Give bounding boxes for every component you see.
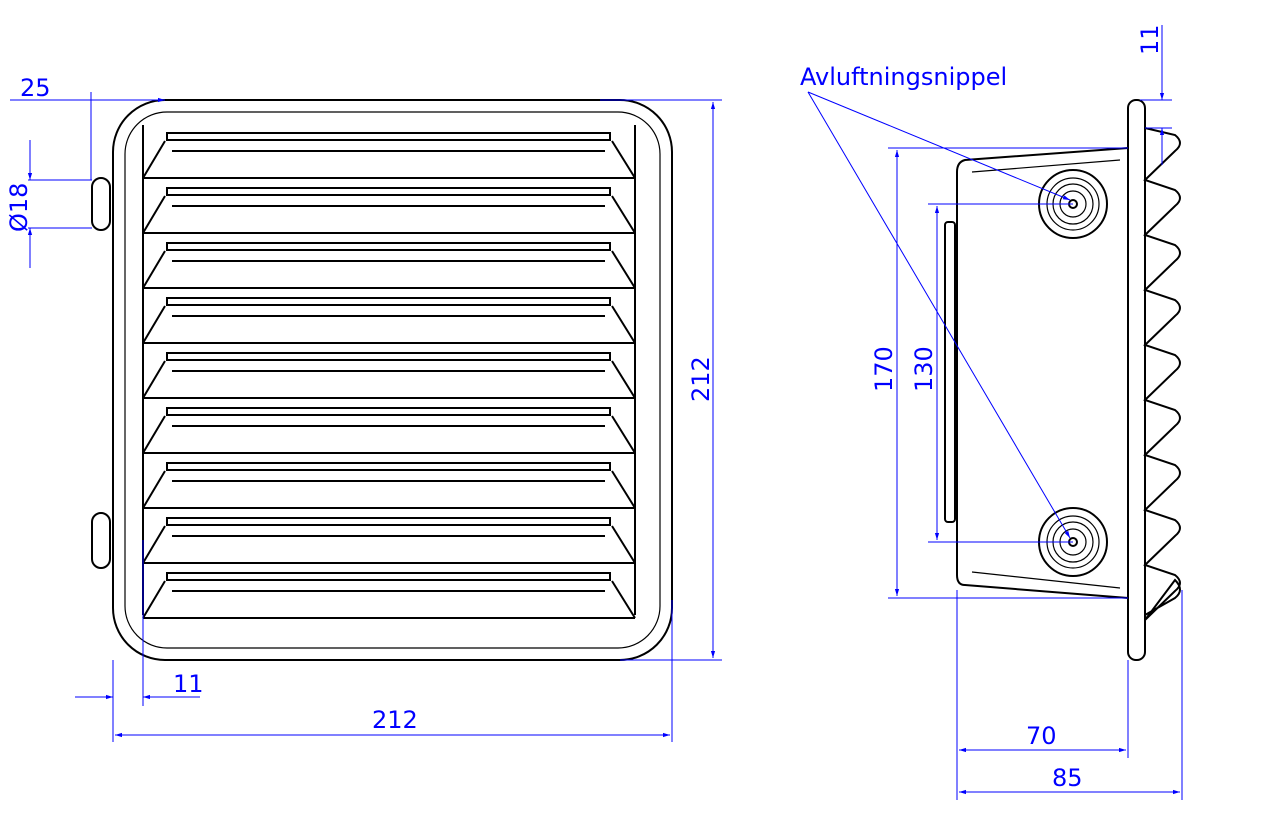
callout-leader-bottom	[807, 91, 1071, 539]
louver-blade	[142, 462, 636, 509]
side-view: Avluftningsnippel 11 170 130 70 85	[800, 24, 1183, 800]
louver-blade	[142, 242, 636, 289]
dim-flange-label: 11	[1136, 24, 1164, 55]
radiator-outer-frame	[112, 99, 673, 661]
dim-70-label: 70	[1026, 722, 1057, 750]
callout-leader-top	[807, 91, 1071, 201]
radiator-body	[956, 147, 1129, 599]
connection-knob-top	[91, 177, 111, 231]
dim-170-label: 170	[870, 346, 898, 392]
flange	[1127, 99, 1146, 661]
louver-group	[142, 132, 636, 619]
dim-130-label: 130	[910, 346, 938, 392]
louver-blade	[142, 297, 636, 344]
dim-11-label: 11	[173, 670, 204, 698]
louver-blade	[142, 517, 636, 564]
louver-blade	[142, 132, 636, 179]
front-view: 25 Ø18 212 11 212	[5, 74, 722, 742]
louver-blade	[142, 187, 636, 234]
louver-blade	[142, 572, 636, 619]
dim-d18-label: Ø18	[5, 183, 33, 232]
mounting-plate	[944, 221, 956, 523]
dim-85-label: 85	[1052, 764, 1083, 792]
louver-blade	[142, 352, 636, 399]
dim-25-label: 25	[20, 74, 51, 102]
connection-knob-bottom	[91, 512, 111, 569]
louver-blade	[142, 407, 636, 454]
radiator-inner-frame	[124, 111, 661, 649]
dim-212v-label: 212	[687, 356, 715, 402]
heat-fins	[1143, 127, 1181, 621]
dim-212h-label: 212	[372, 706, 418, 734]
callout-bleed-nipple-label: Avluftningsnippel	[800, 63, 1007, 91]
